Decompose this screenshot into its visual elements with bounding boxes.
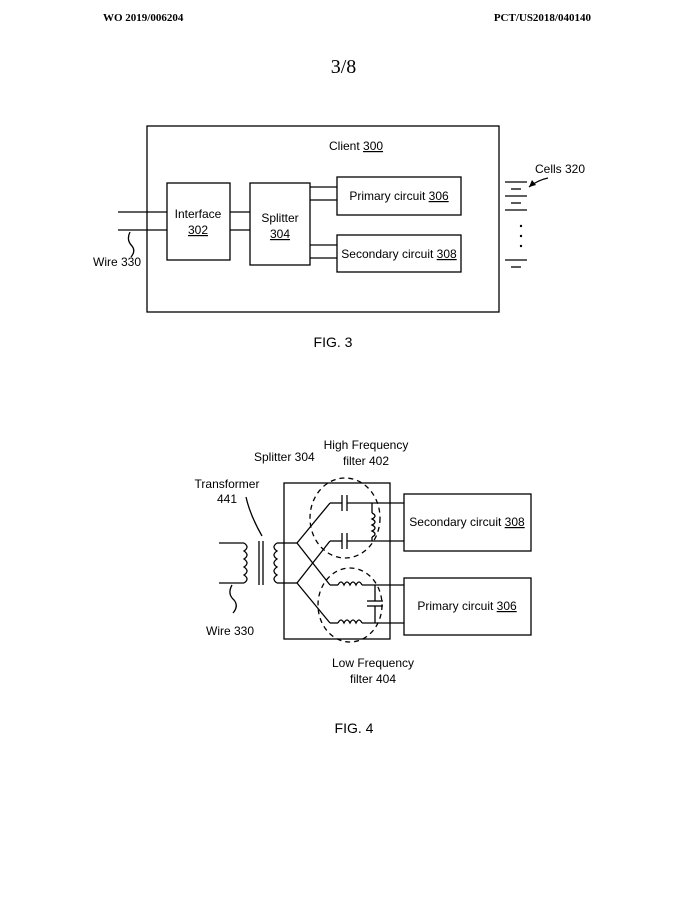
- transformer-441: [219, 496, 284, 614]
- interface-302-box: [166, 182, 231, 261]
- high-frequency-filter-line1: High Frequency: [324, 438, 409, 452]
- low-frequency-filter-404-outline: [317, 567, 383, 643]
- header-publication-number: WO 2019/006204: [103, 12, 184, 24]
- fig3-connections: [118, 186, 337, 259]
- splitter-304-label: Splitter: [261, 211, 298, 225]
- cells-320-label: Cells 320: [535, 162, 585, 176]
- splitter-304-ref: 304: [270, 227, 290, 241]
- secondary-circuit-308-label: Secondary circuit 308: [341, 247, 457, 261]
- primary-circuit-306-label: Primary circuit 306: [349, 189, 449, 203]
- secondary-circuit-308-label-fig4: Secondary circuit 308: [409, 515, 525, 529]
- high-frequency-filter-402-components: [330, 495, 404, 549]
- secondary-circuit-308-box: [336, 234, 462, 273]
- high-frequency-filter-402-outline: [309, 477, 381, 559]
- fig3-caption: FIG. 3: [314, 334, 353, 350]
- cells-continuation-dots: [519, 224, 523, 248]
- cells-arrowhead: [529, 180, 536, 187]
- client-300-box: [146, 125, 500, 313]
- interface-302-ref: 302: [188, 223, 208, 237]
- low-frequency-filter-404-components: [330, 581, 404, 625]
- transformer-441-line2: 441: [217, 492, 237, 506]
- transformer-441-line1: Transformer: [195, 477, 260, 491]
- low-frequency-filter-line2: filter 404: [350, 672, 396, 686]
- header-application-number: PCT/US2018/040140: [493, 12, 591, 24]
- splitter-304-box-fig4: [283, 482, 391, 640]
- battery-cells-320: [505, 177, 549, 268]
- wire-330-label-fig4: Wire 330: [206, 624, 254, 638]
- client-300-label: Client 300: [329, 139, 383, 153]
- primary-circuit-306-box: [336, 176, 462, 216]
- primary-circuit-306-label-fig4: Primary circuit 306: [417, 599, 517, 613]
- splitter-304-box: [249, 182, 311, 266]
- splitter-304-label-fig4: Splitter 304: [254, 450, 315, 464]
- sheet-number: 3/8: [330, 56, 357, 78]
- primary-circuit-306-box-fig4: [403, 577, 532, 636]
- splitter-internal-wiring: [284, 502, 331, 624]
- fig4-caption: FIG. 4: [335, 720, 374, 736]
- interface-302-label: Interface: [175, 207, 222, 221]
- high-frequency-filter-line2: filter 402: [343, 454, 389, 468]
- low-frequency-filter-line1: Low Frequency: [332, 656, 414, 670]
- wire-330-label: Wire 330: [93, 255, 141, 269]
- secondary-circuit-308-box-fig4: [403, 493, 532, 552]
